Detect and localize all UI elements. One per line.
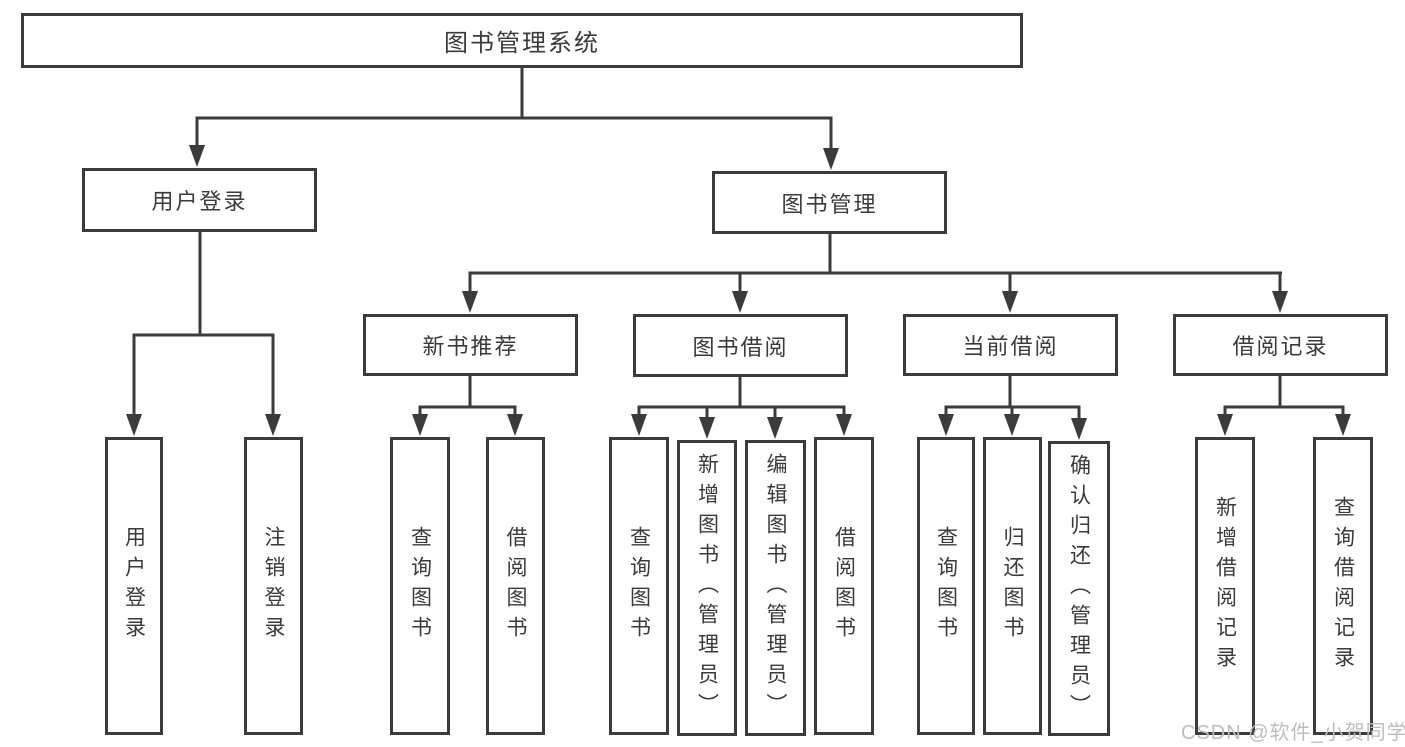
arrowhead bbox=[938, 414, 954, 436]
arrowhead bbox=[1272, 291, 1288, 313]
connector-current-borrow-children bbox=[944, 376, 1081, 419]
connector-new-book-children bbox=[418, 376, 517, 417]
arrowhead bbox=[507, 414, 523, 436]
node-current-borrow: 当前借阅 bbox=[903, 314, 1118, 376]
leaf-logout: 注销登录 bbox=[244, 437, 303, 735]
node-label: 查询图书 bbox=[408, 526, 432, 646]
leaf-borrow-books-recommend: 借阅图书 bbox=[486, 437, 545, 735]
node-label: 图书借阅 bbox=[692, 334, 789, 360]
arrowhead bbox=[265, 414, 281, 436]
node-label: 借阅记录 bbox=[1232, 334, 1329, 359]
arrowhead bbox=[1004, 414, 1020, 436]
connector-book-borrow-children bbox=[637, 377, 846, 419]
node-label: 借阅图书 bbox=[832, 526, 856, 646]
leaf-borrow-books: 借阅图书 bbox=[814, 437, 874, 735]
node-label: 用户登录 bbox=[151, 189, 248, 214]
leaf-edit-book-admin: 编辑图书（管理员） bbox=[745, 440, 806, 736]
arrowhead bbox=[412, 414, 428, 436]
arrowhead bbox=[1335, 414, 1351, 436]
arrowhead bbox=[1217, 414, 1233, 436]
node-library-management-system: 图书管理系统 bbox=[21, 13, 1023, 68]
leaf-return-book: 归还图书 bbox=[983, 437, 1042, 735]
node-label: 用户登录 bbox=[122, 526, 146, 646]
connector-book-management-children bbox=[468, 234, 1282, 294]
arrowhead bbox=[126, 414, 142, 436]
node-label: 注销登录 bbox=[262, 526, 285, 646]
leaf-query-books-borrow: 查询图书 bbox=[609, 437, 669, 735]
arrowhead bbox=[462, 291, 478, 313]
arrowhead bbox=[1002, 291, 1018, 313]
arrowhead bbox=[699, 417, 715, 439]
node-label: 图书管理系统 bbox=[444, 30, 600, 57]
arrowhead bbox=[836, 414, 852, 436]
arrowhead bbox=[631, 414, 647, 436]
leaf-add-book-admin: 新增图书（管理员） bbox=[677, 440, 737, 736]
node-label: 借阅图书 bbox=[504, 526, 527, 646]
node-label: 查询借阅记录 bbox=[1331, 496, 1355, 676]
node-label: 新书推荐 bbox=[422, 334, 519, 359]
connector-borrow-record-children bbox=[1223, 376, 1345, 417]
node-label: 新增借阅记录 bbox=[1213, 496, 1237, 676]
node-label: 图书管理 bbox=[781, 191, 878, 217]
leaf-query-books-current: 查询图书 bbox=[917, 437, 975, 735]
arrowhead bbox=[732, 291, 748, 313]
node-book-management: 图书管理 bbox=[712, 171, 947, 234]
leaf-add-borrow-record: 新增借阅记录 bbox=[1195, 437, 1255, 735]
node-book-borrow: 图书借阅 bbox=[633, 314, 848, 377]
leaf-confirm-return-admin: 确认归还（管理员） bbox=[1048, 441, 1110, 736]
node-label: 归还图书 bbox=[1001, 526, 1024, 646]
csdn-watermark: CSDN @软件_小贺同学 bbox=[1181, 722, 1405, 744]
arrowhead bbox=[1071, 418, 1087, 440]
node-label: 查询图书 bbox=[627, 526, 651, 646]
connector-user-login-children bbox=[132, 232, 275, 417]
node-label: 编辑图书（管理员） bbox=[764, 453, 787, 723]
leaf-query-books-recommend: 查询图书 bbox=[390, 437, 450, 735]
leaf-user-login: 用户登录 bbox=[105, 437, 163, 735]
leaf-query-borrow-record: 查询借阅记录 bbox=[1313, 437, 1373, 735]
node-label: 新增图书（管理员） bbox=[695, 453, 719, 723]
node-borrow-record: 借阅记录 bbox=[1173, 314, 1388, 376]
arrowhead bbox=[767, 417, 783, 439]
node-new-book-recommend: 新书推荐 bbox=[363, 314, 578, 376]
arrowhead bbox=[189, 145, 205, 167]
connector-root-to-level2 bbox=[195, 68, 833, 152]
node-label: 确认归还（管理员） bbox=[1067, 453, 1091, 724]
node-user-login: 用户登录 bbox=[82, 168, 317, 232]
node-label: 查询图书 bbox=[934, 526, 958, 646]
arrowhead bbox=[823, 148, 839, 170]
node-label: 当前借阅 bbox=[962, 334, 1059, 359]
